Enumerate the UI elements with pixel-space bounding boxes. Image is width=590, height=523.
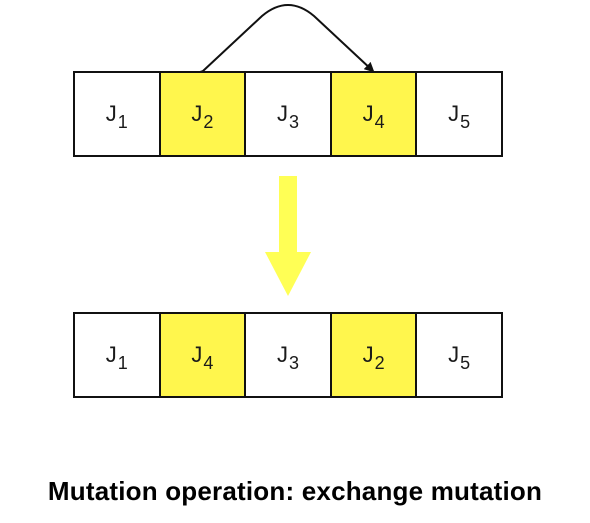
gene-letter: J bbox=[448, 101, 460, 126]
gene-letter: J bbox=[276, 342, 288, 367]
diagram-caption: Mutation operation: exchange mutation bbox=[47, 476, 543, 506]
gene-index: 4 bbox=[203, 353, 214, 373]
gene-letter: J bbox=[448, 342, 460, 367]
gene-index: 4 bbox=[374, 112, 385, 132]
gene-index: 2 bbox=[374, 353, 385, 373]
gene-index: 5 bbox=[460, 353, 471, 373]
down-arrow bbox=[265, 176, 311, 296]
swap-arrow bbox=[193, 4, 375, 81]
gene-index: 1 bbox=[117, 353, 128, 373]
gene-letter: J bbox=[276, 101, 288, 126]
gene-letter: J bbox=[191, 342, 203, 367]
gene-letter: J bbox=[362, 342, 374, 367]
gene-letter: J bbox=[362, 101, 374, 126]
gene-letter: J bbox=[105, 342, 117, 367]
gene-letter: J bbox=[105, 101, 117, 126]
gene-index: 1 bbox=[117, 112, 128, 132]
gene-index: 3 bbox=[288, 112, 299, 132]
gene-index: 5 bbox=[460, 112, 471, 132]
gene-index: 2 bbox=[203, 112, 214, 132]
gene-index: 3 bbox=[288, 353, 299, 373]
gene-letter: J bbox=[191, 101, 203, 126]
